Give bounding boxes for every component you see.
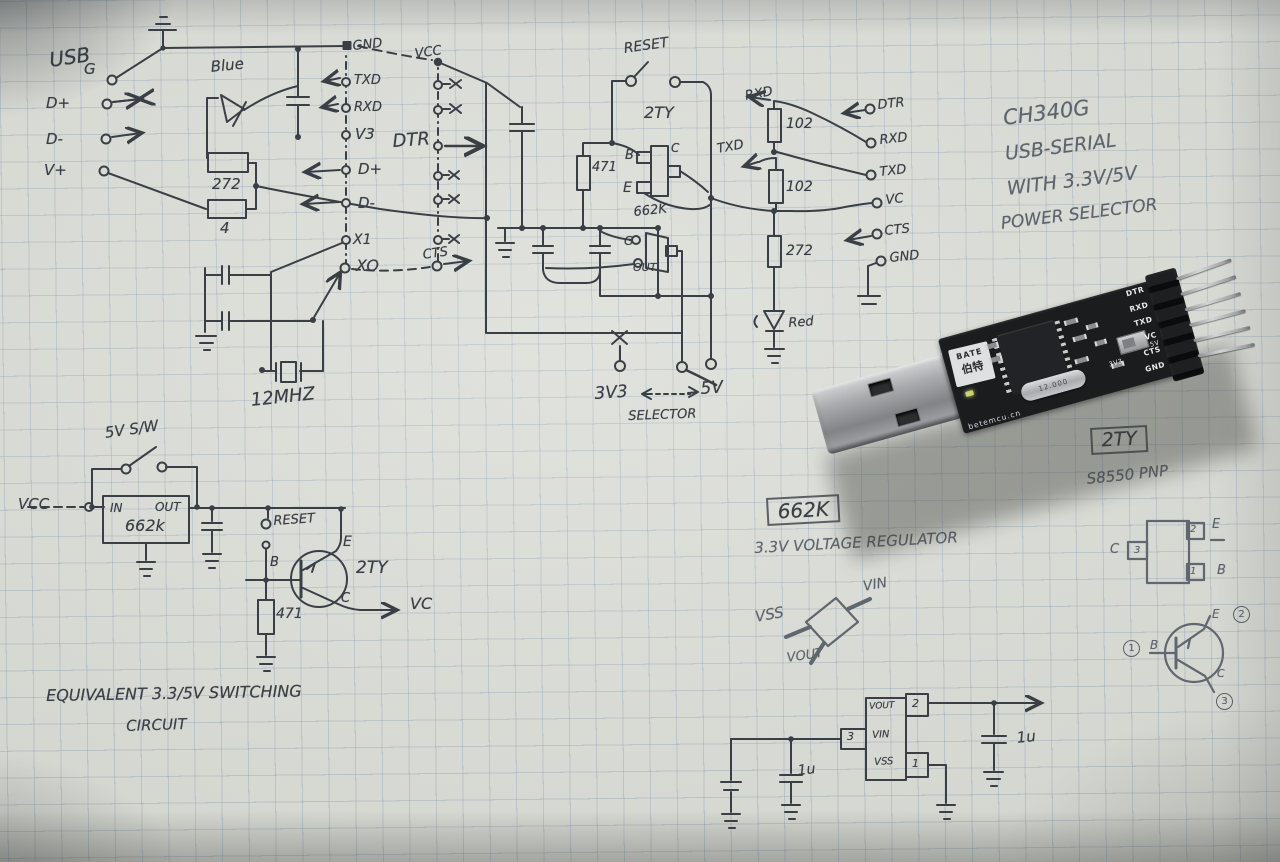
usb-plug-slot xyxy=(894,407,922,428)
reg2-out: OUT xyxy=(155,500,181,514)
led-blue-label: Blue xyxy=(209,54,245,76)
device-silk-dtr: DTR xyxy=(1124,284,1146,299)
ic-pin-dminus: D- xyxy=(358,194,375,212)
reg2-in: IN xyxy=(110,501,123,515)
transistor-2ty-top: 2TY xyxy=(644,103,674,122)
reg-662k-top: 662K xyxy=(632,201,668,220)
transistor-2ty-bottom: 2TY xyxy=(356,558,388,578)
device-pin-6 xyxy=(1197,342,1256,358)
pkg-c: C xyxy=(1110,542,1120,557)
sym-pin3: 3 xyxy=(1216,693,1233,710)
device-silk-cts: CTS xyxy=(1142,344,1162,359)
vcc-bottom: VCC xyxy=(18,495,50,513)
resistor-471-top: 471 xyxy=(592,160,617,175)
app-vin: VIN xyxy=(871,729,890,741)
ic-pin-v3: V3 xyxy=(355,125,375,143)
q-bot-e: E xyxy=(343,534,352,550)
ic-pin-x1: X1 xyxy=(353,232,372,248)
q-bot-c: C xyxy=(341,591,351,606)
resistor-4-left: 4 xyxy=(220,219,230,237)
sig-dtr: DTR xyxy=(391,128,431,152)
device-silk-gnd: GND xyxy=(1144,359,1167,374)
hdr-dtr: DTR xyxy=(876,95,906,113)
title-line3: WITH 3.3V/5V xyxy=(1005,162,1139,200)
device-pin-5 xyxy=(1193,325,1251,343)
selector-caption: SELECTOR xyxy=(627,406,697,424)
usb-plug-slot xyxy=(867,377,895,398)
net-rxd-label: RXD xyxy=(743,84,774,104)
device-pin-2 xyxy=(1180,275,1237,297)
sym-e: E xyxy=(1212,607,1220,621)
cap-1u-right: 1u xyxy=(1015,727,1037,747)
reset-label-top: RESET xyxy=(622,34,670,57)
selector-3v3: 3V3 xyxy=(593,381,629,404)
pkg-b: B xyxy=(1217,563,1226,578)
device-silk-rxd: RXD xyxy=(1128,299,1150,314)
sym-pin2: 2 xyxy=(1233,606,1250,623)
sym-c: C xyxy=(1217,667,1225,680)
ic-pin-gnd: GND xyxy=(351,35,384,54)
title-line4: POWER SELECTOR xyxy=(999,194,1159,234)
sig-cts: CTS xyxy=(421,244,449,263)
resistor-102-rxd: 102 xyxy=(786,116,813,132)
device-pin-4 xyxy=(1188,309,1246,328)
ic-pin-txd: TXD xyxy=(354,73,381,88)
pkg-pin3: 3 xyxy=(1134,545,1141,556)
sot-vin: VIN xyxy=(861,574,889,595)
hdr-rxd: RXD xyxy=(878,130,909,148)
box-662k: 662K xyxy=(766,494,841,526)
title-line1: CH340G xyxy=(1001,95,1091,130)
hdr-cts: CTS xyxy=(883,221,911,239)
pkg-pin2: 2 xyxy=(1190,524,1197,535)
ic-pin-rxd: RXD xyxy=(354,100,382,115)
sot-vss: VSS xyxy=(753,603,786,626)
cap-1u-left: 1u xyxy=(796,761,817,779)
q-top-b: B xyxy=(625,148,634,163)
sot-vout: VOUT xyxy=(785,645,825,666)
switch-5v-label: 5V S/W xyxy=(103,416,160,442)
app-vout: VOUT xyxy=(868,700,895,712)
resistor-272-left: 272 xyxy=(212,175,241,193)
sym-pin1: 1 xyxy=(1123,640,1140,657)
q-top-e: E xyxy=(623,180,632,196)
vc-bottom: VC xyxy=(410,594,433,613)
reg-pin-out: OUT xyxy=(633,261,657,274)
hdr-gnd: GND xyxy=(888,247,921,266)
col2-vcc: VCC xyxy=(413,43,443,62)
usb-pin-g: G xyxy=(84,60,96,78)
app-pin3: 3 xyxy=(847,730,854,743)
crystal-12mhz-label: 12MHZ xyxy=(249,383,316,411)
sym-b: B xyxy=(1150,638,1159,652)
reg2-662k: 662k xyxy=(125,516,165,535)
device-pin-3 xyxy=(1184,291,1242,312)
usb-a-plug xyxy=(811,353,964,455)
pkg-e: E xyxy=(1212,517,1221,532)
reg-pin-g: G xyxy=(624,234,634,248)
hdr-txd: TXD xyxy=(878,162,908,180)
caption-equivalent-2: CIRCUIT xyxy=(125,714,187,735)
resistor-102-txd: 102 xyxy=(786,179,813,195)
q-top-c: C xyxy=(671,141,680,155)
resistor-272-right: 272 xyxy=(786,243,813,259)
app-pin2: 2 xyxy=(912,697,919,710)
usb-pin-vplus: V+ xyxy=(44,161,67,179)
resistor-471-bottom: 471 xyxy=(276,606,303,622)
ic-pin-xo: XO xyxy=(356,256,379,275)
caption-equivalent-1: EQUIVALENT 3.3/5V SWITCHING xyxy=(45,681,302,705)
net-txd-label: TXD xyxy=(715,137,745,157)
q-bot-b: B xyxy=(270,555,279,570)
device-silk-vc: VC xyxy=(1143,329,1158,342)
ic-pin-dplus: D+ xyxy=(358,160,383,178)
app-pin1: 1 xyxy=(912,757,919,770)
hdr-vc: VC xyxy=(884,191,905,208)
device-silk-txd: TXD xyxy=(1133,314,1154,329)
title-line2: USB-SERIAL xyxy=(1003,129,1118,165)
selector-5v: 5V xyxy=(699,377,724,399)
pkg-pin1: 1 xyxy=(1190,566,1197,577)
led-red-label: Red xyxy=(787,314,815,331)
usb-pin-dminus: D- xyxy=(46,130,63,148)
usb-pin-dplus: D+ xyxy=(46,94,71,112)
app-vss: VSS xyxy=(873,755,894,768)
reset-label-bottom: RESET xyxy=(272,511,316,529)
